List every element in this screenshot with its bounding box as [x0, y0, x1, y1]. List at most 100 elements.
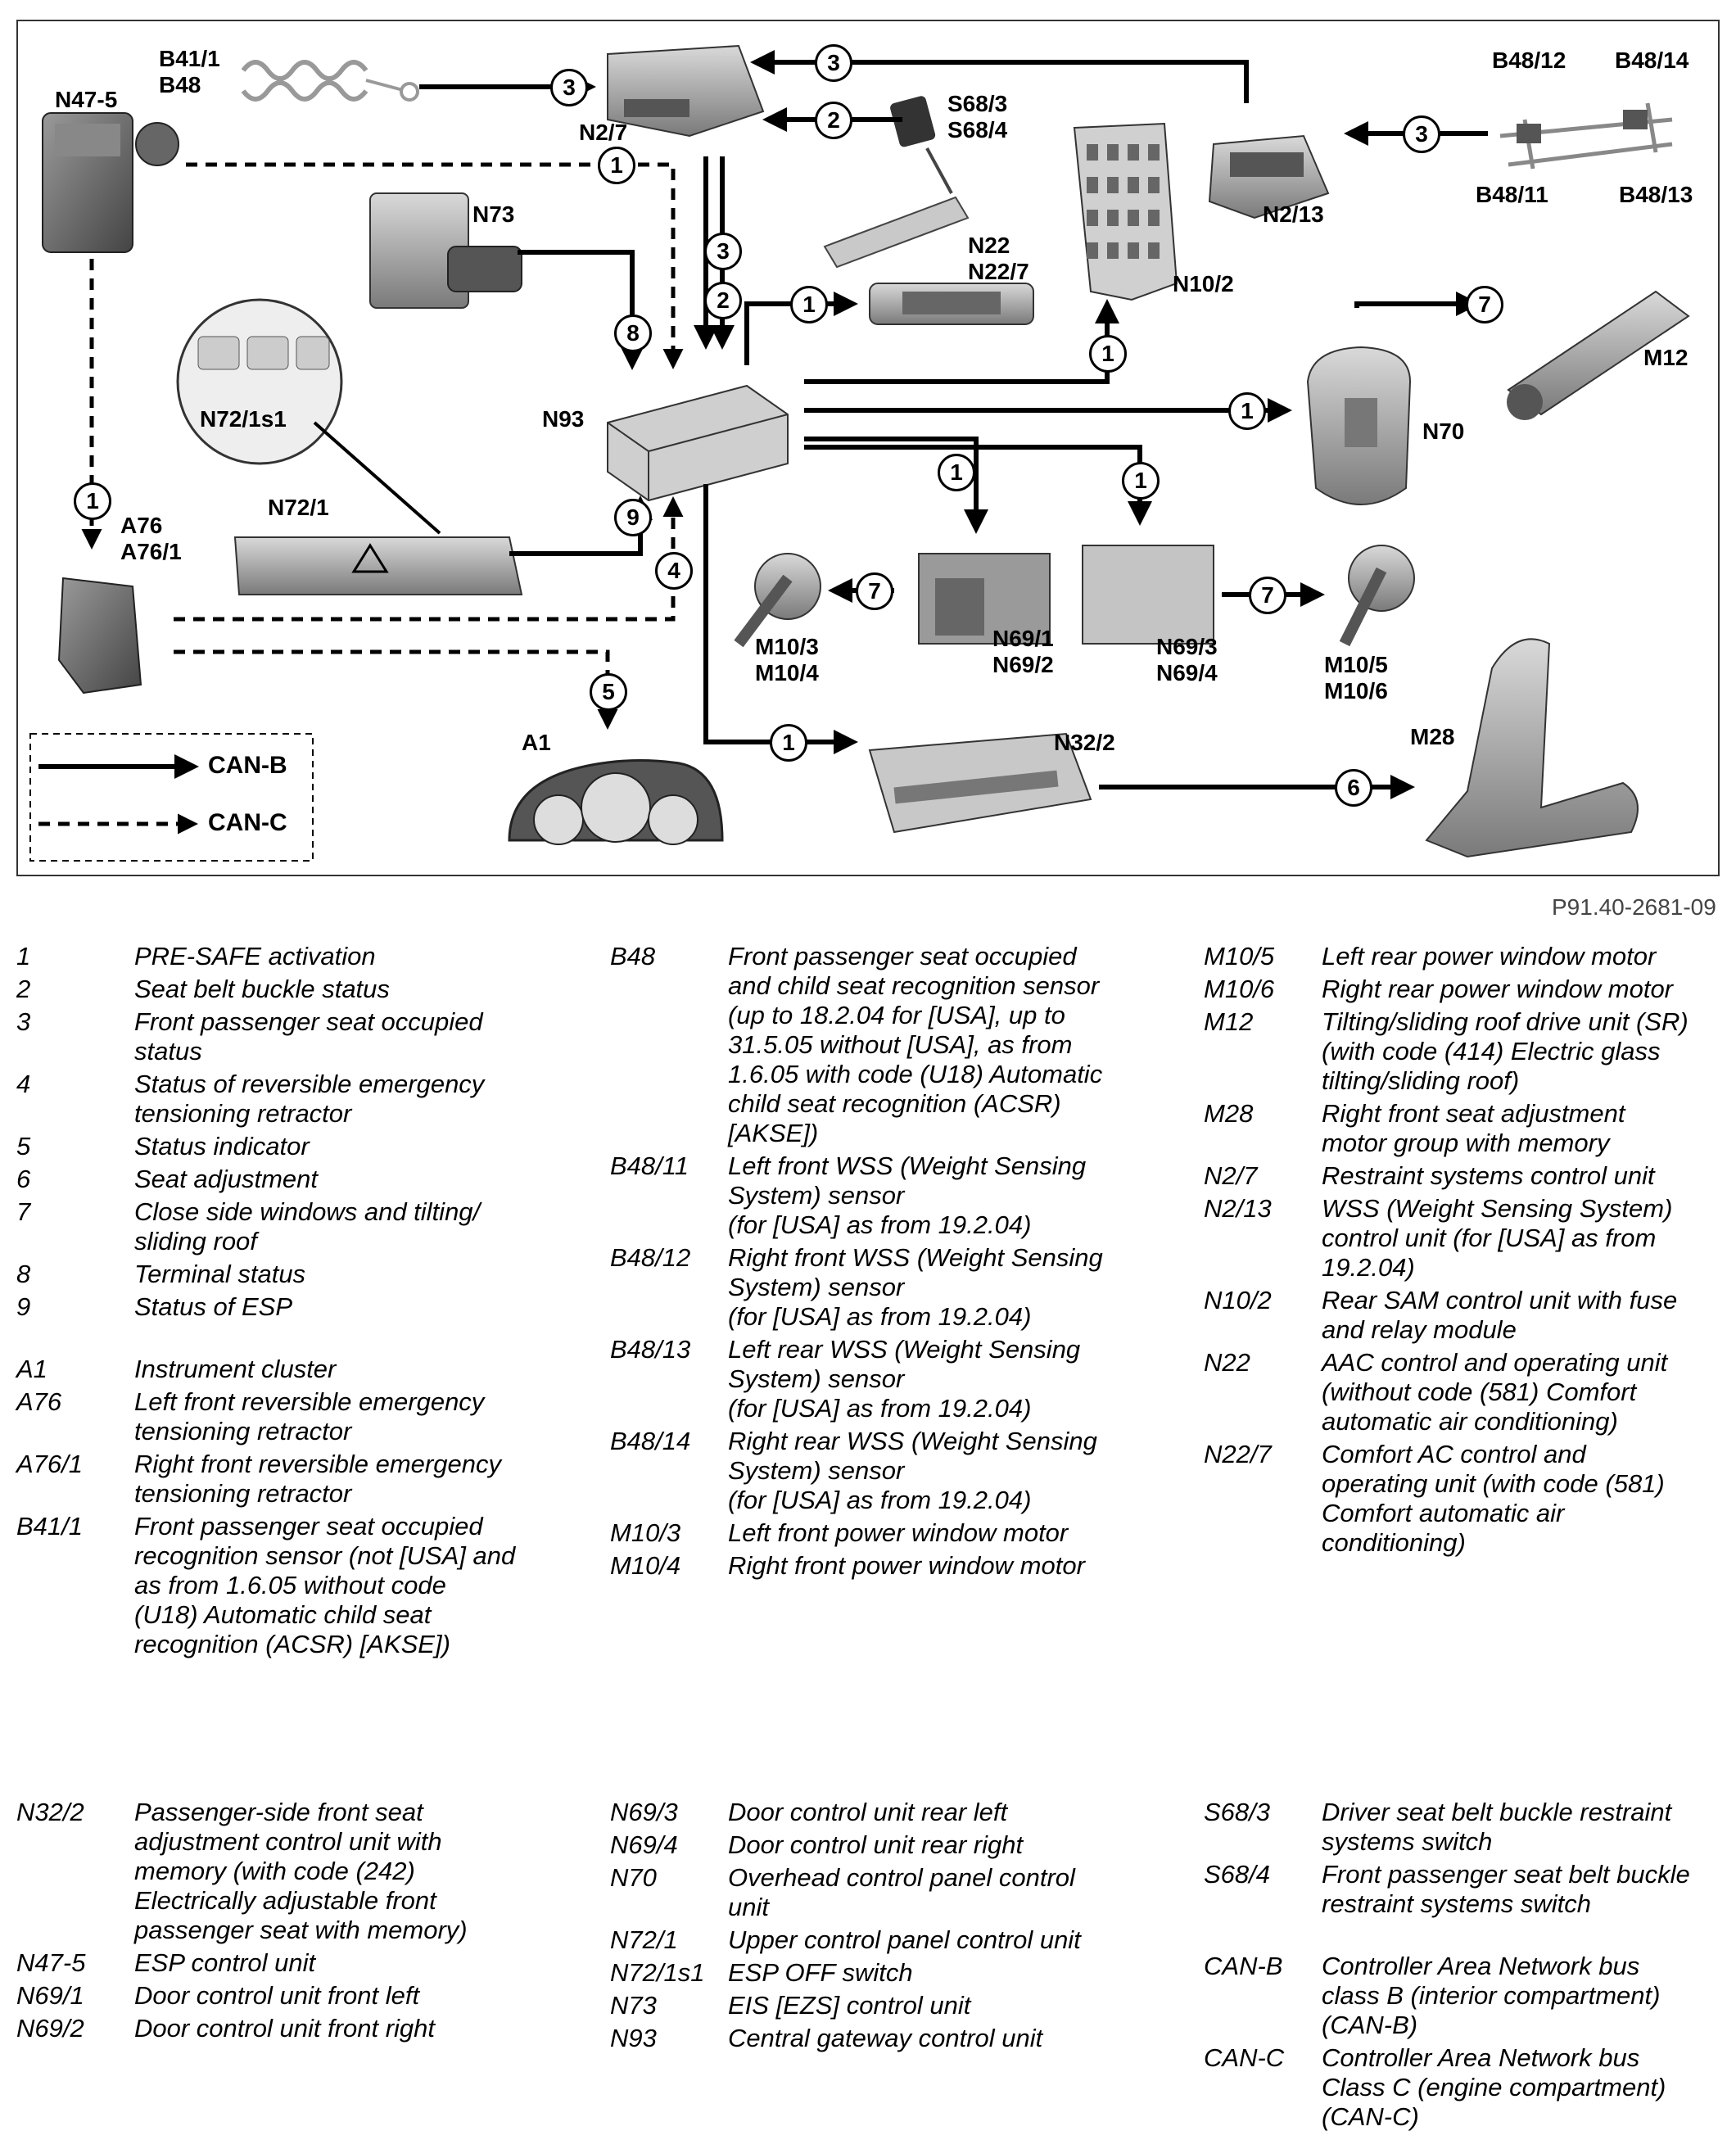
component-b48-wss-frame [1499, 102, 1673, 170]
legend-text: Rear SAM control unit with fuse and rela… [1322, 1286, 1678, 1344]
legend-row [16, 1325, 560, 1355]
signal-circle-9: 9 [614, 499, 652, 536]
component-n93 [607, 384, 789, 502]
label-a1: A1 [522, 730, 551, 755]
label-n2-13: N2/13 [1263, 201, 1324, 227]
legend-text: Upper control panel control unit [728, 1925, 1081, 1954]
component-n10-2 [1073, 122, 1178, 301]
signal-circle-7: 7 [856, 572, 893, 610]
legend-key: CAN-B [1204, 1952, 1283, 1980]
signal-circle-3: 3 [1403, 115, 1440, 153]
legend-text: EIS [EZS] control unit [728, 1991, 971, 2020]
signal-circle-6: 6 [1335, 769, 1372, 807]
legend-text: Passenger-side front seat adjustment con… [134, 1798, 468, 1944]
legend-text: Status of ESP [134, 1292, 292, 1321]
label-b48-14: B48/14 [1615, 48, 1689, 73]
component-n22 [869, 283, 1034, 325]
label-m28: M28 [1410, 724, 1455, 749]
legend-key: N69/3 [610, 1798, 678, 1826]
legend-text: Driver seat belt buckle restraint system… [1322, 1798, 1672, 1856]
legend-key: N2/7 [1204, 1161, 1258, 1190]
signal-circle-2: 2 [704, 282, 742, 319]
component-n2-13 [1208, 134, 1330, 219]
legend-key: 6 [16, 1165, 31, 1193]
signal-circle-8: 8 [614, 314, 652, 352]
legend-text: Seat belt buckle status [134, 975, 390, 1003]
legend-text: Right front reversible emergency tension… [134, 1450, 501, 1508]
legend-text: Left front power window motor [728, 1518, 1069, 1547]
label-b41-1: B41/1 [159, 46, 220, 71]
signal-circle-1: 1 [74, 482, 111, 520]
legend-key: B48 [610, 942, 656, 970]
signal-circle-2: 2 [815, 102, 852, 139]
legend-key: N32/2 [16, 1798, 84, 1826]
label-n47-5: N47-5 [55, 87, 118, 112]
legend-text: Tilting/sliding roof drive unit (SR) (wi… [1322, 1007, 1689, 1095]
legend-text: Door control unit front right [134, 2014, 436, 2043]
legend-text: Right front power window motor [728, 1551, 1085, 1580]
signal-circle-3: 3 [550, 69, 588, 106]
legend-text: Right front WSS (Weight Sensing System) … [728, 1243, 1103, 1331]
legend-text: Overhead control panel control unit [728, 1863, 1075, 1921]
legend-key: B48/11 [610, 1151, 689, 1180]
component-b41-1-sensor [241, 60, 419, 102]
legend-text: WSS (Weight Sensing System) control unit… [1322, 1194, 1673, 1282]
legend-key: N93 [610, 2024, 657, 2052]
label-can-b: CAN-B [208, 752, 287, 779]
label-n69-3: N69/3 [1156, 634, 1218, 659]
figure-reference: P91.40-2681-09 [1552, 894, 1716, 920]
label-n70: N70 [1422, 418, 1465, 444]
legend-row: 9 Status of ESP [16, 1292, 560, 1322]
legend-key: M10/3 [610, 1518, 681, 1547]
legend-key: B48/12 [610, 1243, 691, 1272]
signal-circle-3: 3 [704, 233, 742, 270]
signal-circle-3: 3 [815, 44, 852, 82]
legend-key: N72/1 [610, 1925, 678, 1954]
legend-row: M10/4 Right front power window motor [610, 1551, 1154, 1581]
signal-circle-4: 4 [655, 552, 693, 590]
legend-text: Left rear power window motor [1322, 942, 1657, 970]
label-n72-1s1: N72/1s1 [200, 406, 287, 432]
legend-key: M10/4 [610, 1551, 681, 1580]
component-n73 [369, 192, 522, 309]
legend-text: Status of reversible emergency tensionin… [134, 1070, 485, 1128]
label-s68-3: S68/3 [947, 91, 1008, 116]
legend-row: B48/12 Right front WSS (Weight Sensing Sy… [610, 1243, 1154, 1332]
legend-key: 2 [16, 975, 31, 1003]
component-n72-1 [233, 536, 523, 595]
legend-row: B48 Front passenger seat occupied and chi… [610, 942, 1154, 1148]
signal-circle-1: 1 [1089, 335, 1127, 373]
legend-text: Door control unit rear right [728, 1830, 1024, 1859]
legend-row: M10/3 Left front power window motor [610, 1518, 1154, 1548]
legend-text: PRE-SAFE activation [134, 942, 376, 970]
legend-text: Front passenger seat occupied and child … [728, 942, 1103, 1147]
legend-key: 3 [16, 1007, 31, 1036]
legend-text: Door control unit front left [134, 1981, 420, 2010]
legend-key: B41/1 [16, 1512, 84, 1540]
legend-key: N47-5 [16, 1948, 86, 1977]
signal-circle-1: 1 [938, 454, 975, 491]
label-n73: N73 [472, 201, 515, 227]
legend-key: 9 [16, 1292, 31, 1321]
component-m10-3 [734, 553, 821, 648]
component-n70 [1306, 346, 1412, 505]
label-m10-6: M10/6 [1324, 678, 1388, 704]
